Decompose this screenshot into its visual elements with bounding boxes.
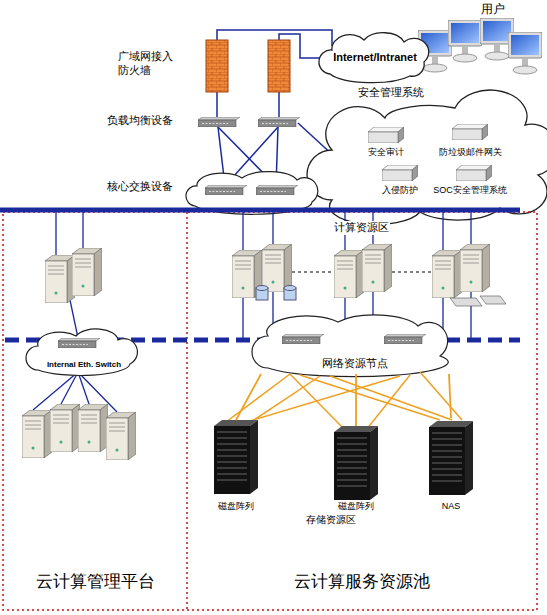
firewall bbox=[206, 40, 290, 92]
disk-icon bbox=[256, 286, 296, 301]
keyboard-icon bbox=[450, 296, 506, 306]
area-label: 存储资源区 bbox=[305, 514, 357, 527]
node-label: NAS bbox=[442, 501, 461, 512]
area-label: 广域网接入 防火墙 bbox=[117, 50, 181, 78]
switch-cloud bbox=[26, 329, 137, 376]
area-label: 计算资源区 bbox=[333, 221, 390, 235]
area-label: 核心交换设备 bbox=[106, 180, 174, 194]
node-label: 安全审计 bbox=[368, 147, 404, 158]
nas-storage: NAS bbox=[425, 418, 477, 512]
security-group: 安全审计 防垃圾邮件网关入侵防护 SOC安全管理系统 安全管理系统 bbox=[318, 86, 545, 212]
security-device: 防垃圾邮件网关 bbox=[432, 145, 508, 159]
user-computers bbox=[418, 18, 542, 74]
core-switch bbox=[205, 185, 298, 195]
network-cloud: 网络资源节点 bbox=[255, 320, 455, 374]
node-label: 入侵防护 bbox=[382, 185, 418, 196]
node-label: Internal Eth. Switch bbox=[47, 360, 121, 370]
network-switch bbox=[282, 334, 426, 344]
node-label: 云计算服务资源池 bbox=[294, 572, 430, 592]
fibre-link bbox=[236, 374, 261, 420]
area-label: 负载均衡设备 bbox=[106, 114, 174, 128]
user-group: 用户 bbox=[415, 0, 545, 80]
load-balancer bbox=[198, 117, 300, 127]
node-label: 磁盘阵列 bbox=[338, 501, 374, 512]
node-label: 磁盘阵列 bbox=[218, 501, 254, 512]
node-label: 网络资源节点 bbox=[322, 357, 388, 370]
region-panel: Internal Eth. Switch 云计算管理平台 bbox=[3, 212, 187, 610]
node-label: 安全管理系统 bbox=[358, 86, 424, 99]
fibre-links bbox=[226, 372, 462, 430]
node-label: 云计算管理平台 bbox=[36, 572, 155, 592]
region-frame bbox=[3, 212, 537, 610]
node-label: SOC安全管理系统 bbox=[433, 185, 507, 196]
node-label: 防垃圾邮件网关 bbox=[439, 147, 502, 158]
node-label: 用户 bbox=[481, 2, 505, 16]
internal-switch bbox=[58, 338, 100, 348]
node-label: Internet/Intranet bbox=[333, 51, 417, 64]
security-device: SOC安全管理系统 bbox=[428, 183, 512, 197]
network-cloud bbox=[252, 315, 448, 377]
fibre-link bbox=[449, 374, 451, 418]
security-device: 安全审计 bbox=[360, 145, 412, 159]
storage-rack bbox=[214, 420, 473, 500]
region-panel: 网络资源节点磁盘阵列磁盘阵列NAS云计算服务资源池 bbox=[187, 212, 537, 610]
security-device: 入侵防护 bbox=[375, 183, 425, 197]
fibre-link bbox=[355, 374, 357, 426]
internet-cloud: Internet/Intranet bbox=[318, 36, 432, 80]
switch-cloud: Internal Eth. Switch bbox=[28, 333, 140, 375]
disk-array: 磁盘阵列 bbox=[330, 426, 382, 512]
internet-cloud bbox=[319, 33, 429, 83]
security-cloud bbox=[307, 90, 547, 224]
disk-array: 磁盘阵列 bbox=[210, 420, 262, 512]
core-bus bbox=[0, 208, 520, 213]
